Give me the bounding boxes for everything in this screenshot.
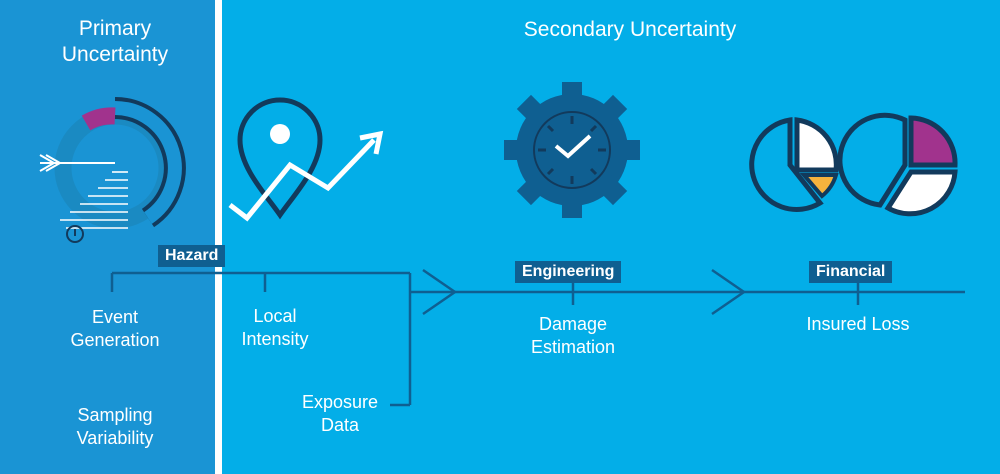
insured-loss-label: Insured Loss xyxy=(806,314,910,334)
arrow-chevron xyxy=(422,268,458,316)
local-intensity-label: Local Intensity xyxy=(241,306,309,349)
pie-chart-icon xyxy=(749,117,839,212)
secondary-uncertainty-heading: Secondary Uncertainty xyxy=(523,18,737,41)
flow-lines xyxy=(110,268,965,407)
financial-tag: Financial xyxy=(809,261,893,283)
event-generation-chart-icon xyxy=(39,97,186,243)
arrow-chevron xyxy=(711,268,747,316)
secondary-uncertainty-panel xyxy=(222,0,1000,474)
engineering-tag: Engineering xyxy=(515,261,622,283)
primary-uncertainty-panel xyxy=(0,0,215,474)
hazard-tag: Hazard xyxy=(158,245,226,267)
event-generation-label: Event Generation xyxy=(70,307,160,350)
map-pin-trend-icon xyxy=(228,97,384,222)
pie-chart-icon xyxy=(837,112,958,217)
exposure-data-label: Exposure Data xyxy=(301,392,379,435)
primary-uncertainty-heading: Primary Uncertainty xyxy=(61,17,169,66)
gear-clock-icon xyxy=(504,82,640,218)
sampling-variability-label: Sampling Variability xyxy=(76,405,154,448)
damage-estimation-label: Damage Estimation xyxy=(530,314,616,357)
